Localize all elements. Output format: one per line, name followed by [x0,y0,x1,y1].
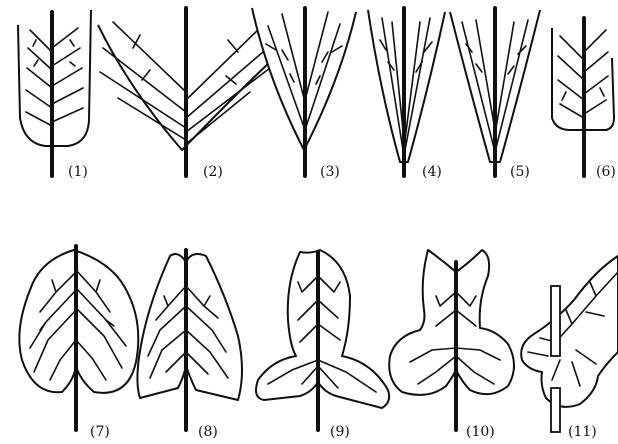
leaf-8: (8) [137,250,242,440]
leaf-10-label: (10) [466,424,495,440]
leaf-2-label: (2) [203,164,223,180]
leaf-4-label: (4) [422,164,442,180]
leaf-1: (1) [18,10,91,180]
leaf-3-label: (3) [320,164,340,180]
leaf-5-label: (5) [510,164,530,180]
leaf-8-label: (8) [198,424,218,440]
leaf-1-label: (1) [68,164,88,180]
leaf-11-outline [521,256,618,407]
leaf-6: (6) [552,18,616,180]
leaf-3: (3) [252,8,356,180]
leaf-11-stem-lower [551,388,560,432]
leaf-4: (4) [368,8,445,180]
leaf-5: (5) [450,8,540,180]
leaf-6-label: (6) [596,164,616,180]
leaf-11: (11) [521,256,618,440]
leaf-9-outline [256,250,389,408]
leaf-7-outline [19,250,138,393]
leaf-10-outline [389,250,514,395]
leaf-2: (2) [98,8,270,180]
leaf-11-stem-upper [551,286,560,356]
leaf-8-outline [137,254,242,400]
leaf-9-label: (9) [330,424,350,440]
leaf-11-label: (11) [568,424,597,440]
leaf-1-outline [18,10,91,146]
leaf-7-label: (7) [90,424,110,440]
leaf-9: (9) [256,250,389,440]
leaf-10: (10) [389,250,514,440]
leaf-7: (7) [19,246,138,440]
